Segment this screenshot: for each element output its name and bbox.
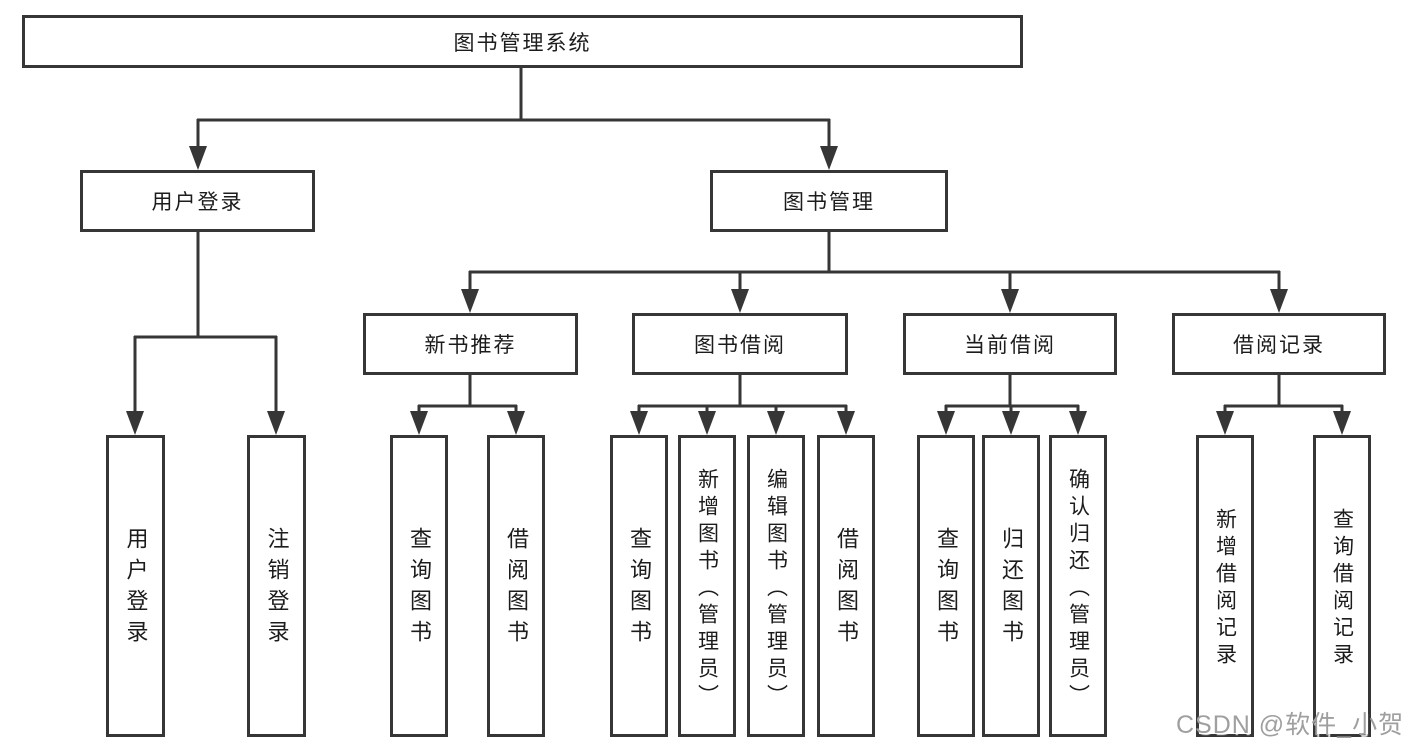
leaf-br-add-record: 新增借阅记录 (1196, 435, 1254, 737)
csdn-watermark: CSDN @软件_小贺同学 (1176, 711, 1405, 739)
leaf-cb-return-books: 归还图书 (982, 435, 1040, 737)
node-book-management: 图书管理 (710, 170, 948, 232)
leaf-bb-borrow-books: 借阅图书 (817, 435, 875, 737)
leaf-br-query-record: 查询借阅记录 (1313, 435, 1371, 737)
leaf-cb-query-books: 查询图书 (917, 435, 975, 737)
node-current-borrowing: 当前借阅 (903, 313, 1117, 375)
edge-new-book-rec-bus (418, 375, 517, 408)
leaf-nbr-query-books: 查询图书 (390, 435, 448, 737)
edge-borrow-records-bus (1224, 375, 1343, 408)
leaf-logout: 注销登录 (247, 435, 306, 737)
leaf-nbr-borrow-books: 借阅图书 (487, 435, 545, 737)
edge-book-borrow-bus (638, 375, 847, 408)
node-library-management-system: 图书管理系统 (22, 15, 1023, 68)
edge-user-login-bus (134, 232, 277, 339)
leaf-bb-add-books-admin: 新增图书（管理员） (678, 435, 736, 737)
node-user-login-branch: 用户登录 (80, 170, 315, 232)
edge-root-bus (197, 68, 830, 122)
node-borrowing-records: 借阅记录 (1172, 313, 1386, 375)
node-new-book-recommend: 新书推荐 (363, 313, 578, 375)
edge-book-mgmt-bus (469, 232, 1280, 274)
leaf-bb-edit-books-admin: 编辑图书（管理员） (747, 435, 805, 737)
leaf-cb-confirm-return-admin: 确认归还（管理员） (1049, 435, 1107, 737)
leaf-user-login: 用户登录 (106, 435, 165, 737)
leaf-bb-query-books: 查询图书 (610, 435, 668, 737)
node-book-borrowing: 图书借阅 (632, 313, 848, 375)
edge-current-borrow-bus (945, 375, 1079, 408)
